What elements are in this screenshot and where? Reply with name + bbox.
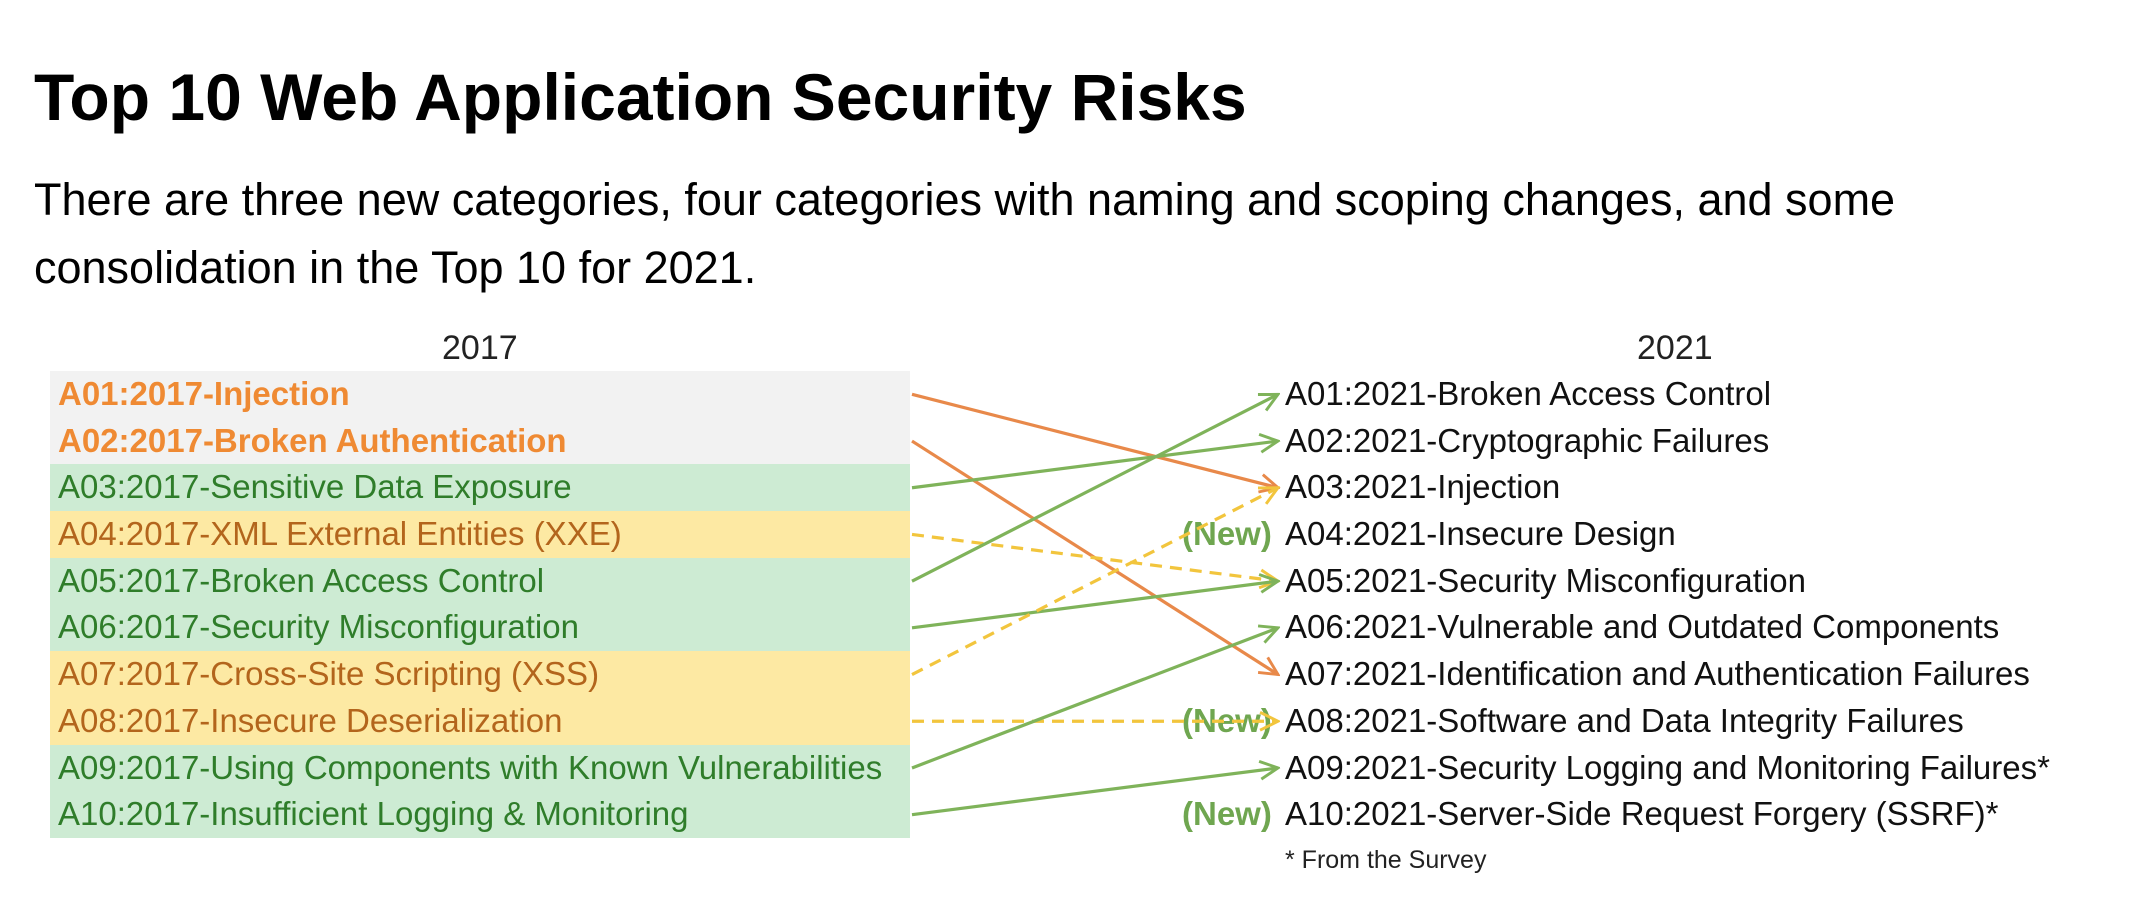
list-item-2021-a10: (New) A10:2021-Server-Side Request Forge… bbox=[1182, 791, 2122, 838]
list-item-2021-a03: A03:2021-Injection bbox=[1182, 464, 2122, 511]
list-item-2021-a07: A07:2021-Identification and Authenticati… bbox=[1182, 651, 2122, 698]
list-item-2021-a01: A01:2021-Broken Access Control bbox=[1182, 371, 2122, 418]
list-item-label: A10:2021-Server-Side Request Forgery (SS… bbox=[1285, 795, 1999, 833]
new-badge: (New) bbox=[1182, 795, 1272, 833]
new-badge: (New) bbox=[1182, 515, 1272, 553]
footnote: * From the Survey bbox=[1285, 846, 1487, 874]
list-item-2017-a09: A09:2017-Using Components with Known Vul… bbox=[50, 744, 910, 792]
list-item-2017-a03: A03:2017-Sensitive Data Exposure bbox=[50, 464, 910, 512]
list-item-label: A09:2021-Security Logging and Monitoring… bbox=[1285, 748, 2050, 786]
list-item-2021-a04: (New) A04:2021-Insecure Design bbox=[1182, 511, 2122, 558]
list-item-2017-a04: A04:2017-XML External Entities (XXE) bbox=[50, 511, 910, 558]
new-badge: (New) bbox=[1182, 701, 1272, 739]
list-item-label: A07:2021-Identification and Authenticati… bbox=[1285, 655, 2030, 693]
list-item-2017-a02: A02:2017-Broken Authentication bbox=[50, 417, 910, 465]
list-item-2021-a08: (New) A08:2021-Software and Data Integri… bbox=[1182, 698, 2122, 745]
list-item-2021-a06: A06:2021-Vulnerable and Outdated Compone… bbox=[1182, 604, 2122, 651]
list-item-2017-a06: A06:2017-Security Misconfiguration bbox=[50, 604, 910, 652]
list-item-2017-a01: A01:2017-Injection bbox=[50, 371, 910, 418]
list-item-label: A06:2021-Vulnerable and Outdated Compone… bbox=[1285, 608, 2000, 646]
list-item-2021-a05: A05:2021-Security Misconfiguration bbox=[1182, 558, 2122, 605]
list-item-2017-a08: A08:2017-Insecure Deserialization bbox=[50, 697, 910, 745]
list-item-2017-a10: A10:2017-Insufficient Logging & Monitori… bbox=[50, 791, 910, 838]
list-2017: A01:2017-Injection A02:2017-Broken Authe… bbox=[50, 371, 910, 838]
list-item-label: A03:2021-Injection bbox=[1285, 468, 1561, 506]
list-item-label: A01:2021-Broken Access Control bbox=[1285, 375, 1772, 412]
list-item-2021-a02: A02:2021-Cryptographic Failures bbox=[1182, 418, 2122, 465]
left-column-heading: 2017 bbox=[442, 329, 518, 367]
list-item-2021-a09: A09:2021-Security Logging and Monitoring… bbox=[1182, 745, 2122, 792]
right-column-heading: 2021 bbox=[1637, 329, 1713, 367]
list-item-2017-a07: A07:2017-Cross-Site Scripting (XSS) bbox=[50, 651, 910, 698]
page-title: Top 10 Web Application Security Risks bbox=[34, 60, 1247, 134]
list-2021: A01:2021-Broken Access Control A02:2021-… bbox=[1182, 371, 2122, 838]
list-item-label: A02:2021-Cryptographic Failures bbox=[1285, 421, 1770, 459]
page-description: There are three new categories, four cat… bbox=[34, 174, 1896, 293]
list-item-label: A08:2021-Software and Data Integrity Fai… bbox=[1285, 701, 1964, 739]
list-item-label: A04:2021-Insecure Design bbox=[1285, 515, 1676, 553]
list-item-label: A05:2021-Security Misconfiguration bbox=[1285, 561, 1806, 599]
list-item-2017-a05: A05:2017-Broken Access Control bbox=[50, 557, 910, 605]
